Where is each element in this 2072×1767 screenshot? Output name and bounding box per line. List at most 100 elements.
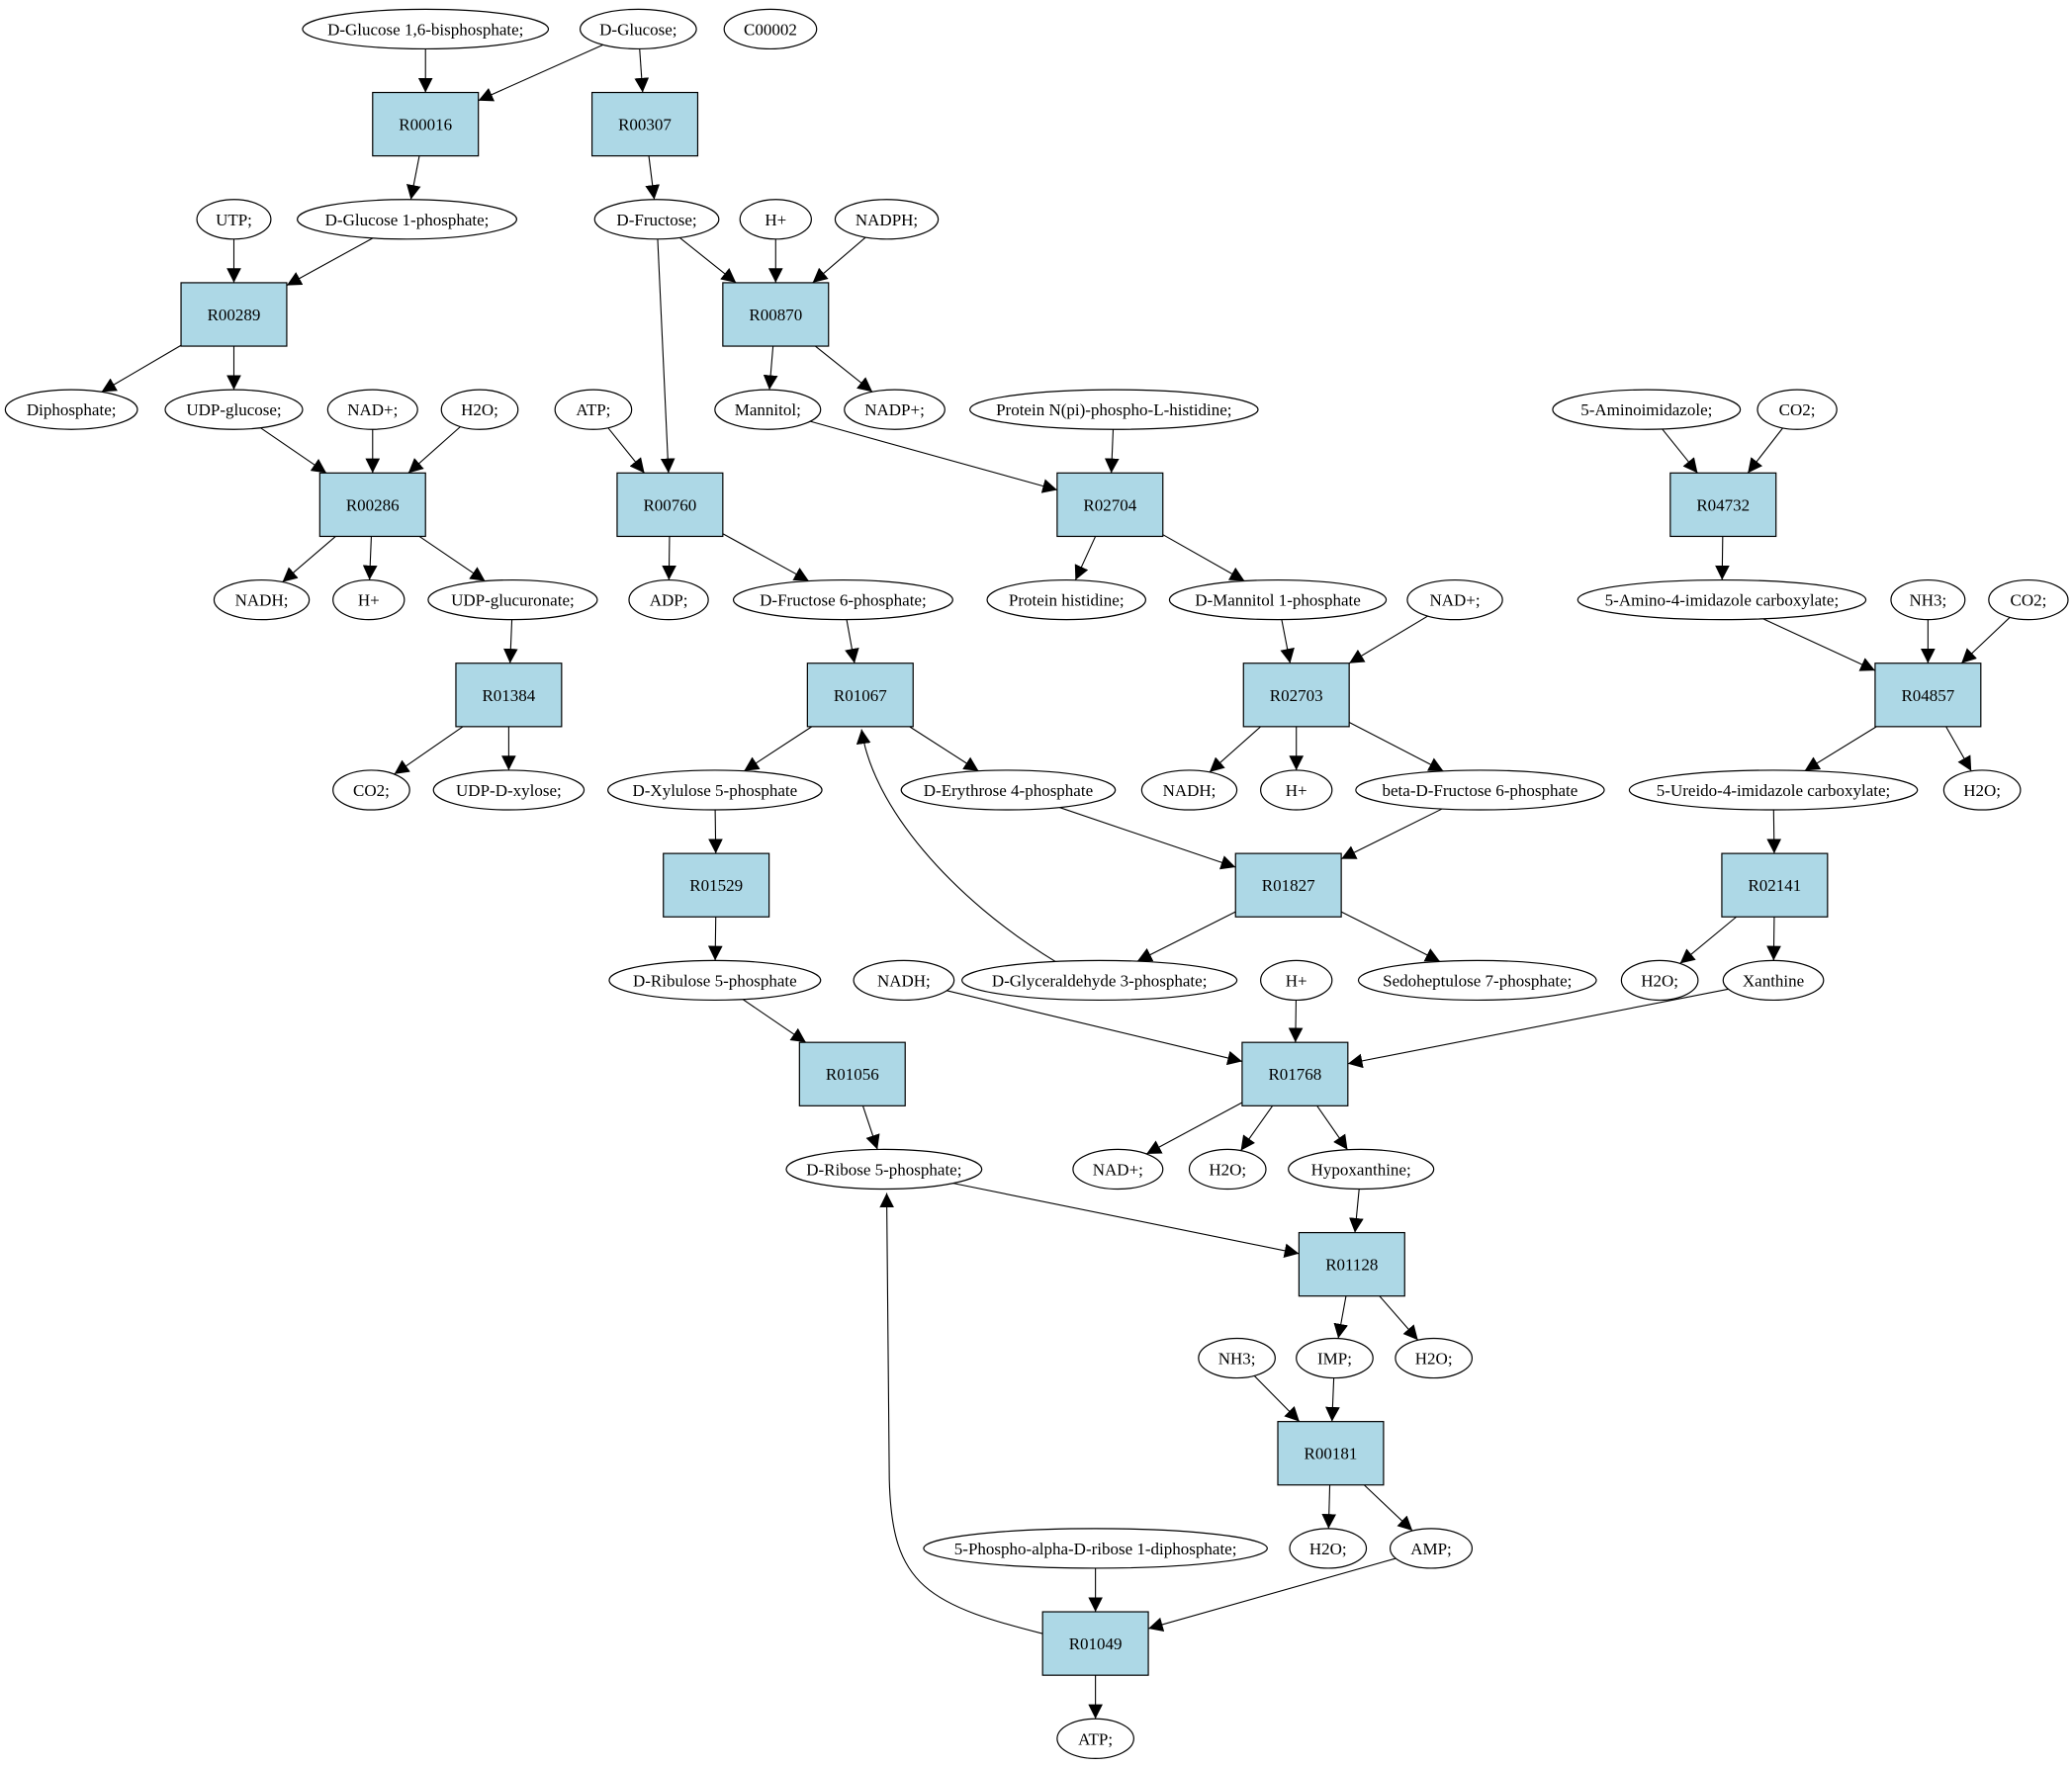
reaction-node-r_R02703[interactable]: R02703 [1242,663,1350,728]
compound-node-m_nadpplus[interactable]: NADP+; [844,389,946,430]
reaction-node-r_R01128[interactable]: R01128 [1298,1231,1405,1297]
compound-node-m_s7p[interactable]: Sedoheptulose 7-phosphate; [1357,959,1597,1002]
compound-node-m_atp_b[interactable]: ATP; [1056,1718,1134,1759]
compound-ellipse [1628,769,1919,811]
compound-node-m_g3p[interactable]: D-Glyceraldehyde 3-phosphate; [961,959,1238,1002]
reaction-node-r_R02704[interactable]: R02704 [1056,472,1164,538]
compound-node-m_aica[interactable]: 5-Amino-4-imidazole carboxylate; [1577,578,1867,621]
reaction-node-r_R04857[interactable]: R04857 [1874,663,1982,728]
compound-node-m_nadplus_c[interactable]: NAD+; [1072,1148,1164,1191]
compound-node-m_h2o_a[interactable]: H2O; [440,389,519,430]
compound-node-m_g16bp[interactable]: D-Glucose 1,6-bisphosphate; [302,8,550,50]
reaction-node-r_R01067[interactable]: R01067 [806,663,914,728]
compound-ellipse [900,769,1117,811]
compound-node-m_adp[interactable]: ADP; [628,578,709,621]
compound-node-m_nadph[interactable]: NADPH; [834,199,940,240]
edge-m_ru5p-to-r_R01056 [743,1000,806,1042]
compound-ellipse [1757,389,1838,430]
compound-node-m_hplus_d[interactable]: H+ [1260,959,1333,1002]
compound-node-m_nadh_c[interactable]: NADH; [853,959,955,1002]
node-label: 5-Phospho-alpha-D-ribose 1-diphosphate; [954,1540,1237,1558]
compound-node-m_mannitol1p[interactable]: D-Mannitol 1-phosphate [1168,578,1388,621]
reaction-node-r_R01768[interactable]: R01768 [1241,1041,1349,1106]
reaction-node-r_R00016[interactable]: R00016 [372,91,480,157]
compound-node-m_nh3_a[interactable]: NH3; [1890,578,1966,621]
compound-node-m_nadh_a[interactable]: NADH; [213,578,311,621]
edge-r_R01529-to-m_ru5p [707,917,723,960]
reaction-node-r_R00289[interactable]: R00289 [180,282,288,347]
reaction-node-r_R01056[interactable]: R01056 [798,1041,906,1106]
reaction-node-r_R00870[interactable]: R00870 [722,282,830,347]
compound-node-m_protein_nphis[interactable]: Protein N(pi)-phospho-L-histidine; [969,389,1259,430]
node-label: UDP-glucuronate; [451,591,575,610]
compound-ellipse [1289,1528,1368,1569]
reaction-node-r_R00760[interactable]: R00760 [616,472,724,538]
compound-node-m_nadplus_b[interactable]: NAD+; [1406,578,1503,621]
compound-node-m_xanthine[interactable]: Xanthine [1722,959,1825,1002]
node-label: H+ [765,211,786,229]
compound-node-m_h2o_f[interactable]: H2O; [1289,1528,1368,1569]
reaction-node-r_R01529[interactable]: R01529 [663,852,770,918]
compound-node-m_h2o_c[interactable]: H2O; [1620,959,1699,1002]
node-label: NADH; [877,971,931,990]
node-label: R00307 [618,116,672,134]
compound-node-m_hplus_b[interactable]: H+ [332,578,405,621]
reaction-node-r_R01827[interactable]: R01827 [1234,852,1342,918]
reaction-node-r_R02141[interactable]: R02141 [1721,852,1829,918]
node-label: NADH; [235,591,289,610]
edge-r_R00870-to-m_mannitol [763,346,778,390]
compound-node-m_g1p[interactable]: D-Glucose 1-phosphate; [297,199,518,240]
reaction-node-r_R01384[interactable]: R01384 [455,663,563,728]
compound-node-m_5aminoimidazole[interactable]: 5-Aminoimidazole; [1552,389,1742,430]
compound-node-m_ru5p[interactable]: D-Ribulose 5-phosphate [608,959,822,1002]
compound-node-m_ureido[interactable]: 5-Ureido-4-imidazole carboxylate; [1628,769,1919,811]
compound-ellipse [1072,1148,1164,1191]
compound-node-m_h2o_e[interactable]: H2O; [1395,1337,1474,1379]
compound-node-m_r5p[interactable]: D-Ribose 5-phosphate; [785,1148,983,1191]
node-label: Diphosphate; [27,400,117,419]
compound-node-m_h2o_d[interactable]: H2O; [1188,1148,1267,1191]
compound-node-m_prpp[interactable]: 5-Phospho-alpha-D-ribose 1-diphosphate; [923,1528,1268,1569]
compound-node-m_bf6p[interactable]: beta-D-Fructose 6-phosphate [1355,769,1605,811]
compound-node-m_c00002[interactable]: C00002 [723,8,818,50]
compound-ellipse [1260,769,1333,811]
node-label: R01827 [1262,876,1315,895]
compound-node-m_udpglucose[interactable]: UDP-glucose; [164,389,304,430]
reaction-node-r_R00181[interactable]: R00181 [1277,1421,1385,1486]
edge-m_nadh_c-to-r_R01768 [946,991,1242,1066]
compound-node-m_atp_a[interactable]: ATP; [554,389,633,430]
reaction-node-r_R01049[interactable]: R01049 [1041,1611,1149,1676]
compound-node-m_mannitol[interactable]: Mannitol; [714,389,822,430]
compound-node-m_utp[interactable]: UTP; [196,199,272,240]
compound-ellipse [440,389,519,430]
compound-node-m_co2_a[interactable]: CO2; [1757,389,1838,430]
reaction-node-r_R00286[interactable]: R00286 [318,472,426,538]
compound-ellipse [332,769,410,811]
compound-node-m_e4p[interactable]: D-Erythrose 4-phosphate [900,769,1117,811]
edge-r_R01128-to-m_h2o_e [1380,1296,1418,1341]
compound-ellipse [593,199,720,240]
reaction-node-r_R04732[interactable]: R04732 [1669,472,1777,538]
compound-node-m_nadh_b[interactable]: NADH; [1140,769,1238,811]
compound-node-m_co2_c[interactable]: CO2; [332,769,410,811]
compound-node-m_imp[interactable]: IMP; [1296,1337,1374,1379]
compound-node-m_nadplus_a[interactable]: NAD+; [326,389,418,430]
compound-node-m_hypoxanthine[interactable]: Hypoxanthine; [1288,1148,1435,1191]
compound-node-m_fructose[interactable]: D-Fructose; [593,199,720,240]
node-label: R01128 [1325,1256,1378,1275]
compound-node-m_h2o_b[interactable]: H2O; [1942,769,2022,811]
compound-node-m_hplus_c[interactable]: H+ [1260,769,1333,811]
node-label: NADP+; [864,400,925,419]
compound-node-m_diphosphate[interactable]: Diphosphate; [4,389,138,430]
compound-node-m_x5p[interactable]: D-Xylulose 5-phosphate [607,769,823,811]
compound-node-m_amp[interactable]: AMP; [1389,1528,1474,1569]
reaction-node-r_R00307[interactable]: R00307 [590,91,699,157]
compound-node-m_co2_b[interactable]: CO2; [1988,578,2069,621]
compound-node-m_f6p[interactable]: D-Fructose 6-phosphate; [732,578,953,621]
compound-node-m_hplus_a[interactable]: H+ [739,199,812,240]
compound-node-m_udpxylose[interactable]: UDP-D-xylose; [432,769,586,811]
compound-node-m_glucose[interactable]: D-Glucose; [579,8,697,50]
compound-node-m_udpglucuronate[interactable]: UDP-glucuronate; [427,578,598,621]
compound-node-m_protein_his[interactable]: Protein histidine; [986,578,1146,621]
compound-node-m_nh3_b[interactable]: NH3; [1198,1337,1276,1379]
